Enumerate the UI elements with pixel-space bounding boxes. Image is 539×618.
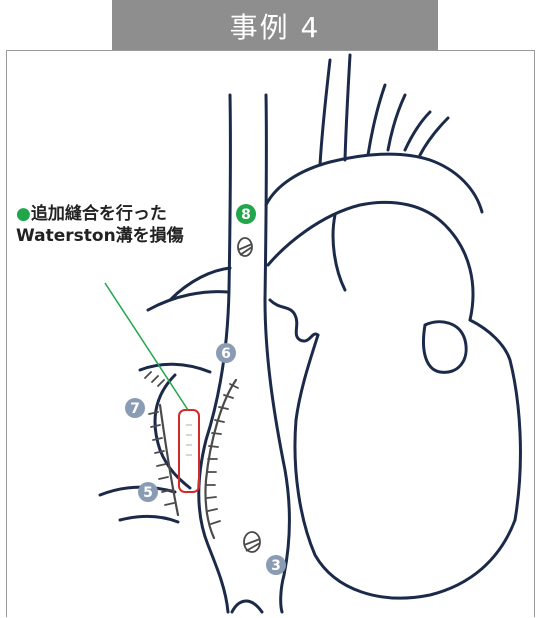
marker-5: 5	[138, 482, 158, 502]
suture-line-5	[160, 405, 178, 515]
brachiocephalic-inner	[345, 55, 350, 160]
pulmonary-trunk-edge	[333, 215, 345, 290]
marker-7: 7	[125, 398, 145, 418]
brachiocephalic-artery	[320, 60, 330, 165]
pulmonary-vein-lower-2	[120, 516, 178, 522]
left-atrial-appendage	[423, 322, 466, 373]
svg-text:8: 8	[241, 207, 251, 223]
svg-text:7: 7	[130, 401, 140, 417]
pulmonary-vein-upper	[148, 292, 228, 310]
inner-stitches	[186, 425, 192, 455]
svg-text:5: 5	[143, 485, 153, 501]
svc-right-wall	[265, 95, 289, 612]
left-ventricle-border	[470, 320, 520, 520]
annotation-pointer	[105, 283, 188, 410]
left-carotid	[368, 85, 385, 155]
marker-8: 8	[236, 204, 256, 224]
marker-6: 6	[216, 343, 236, 363]
heart-outline	[100, 55, 520, 612]
suture-knots	[238, 238, 260, 552]
left-subclavian-inner	[420, 118, 448, 155]
svg-text:6: 6	[221, 346, 231, 362]
ascending-aorta-inner	[268, 202, 473, 320]
marker-3: 3	[266, 555, 286, 575]
ivc-connection	[232, 601, 262, 612]
pulmonary-vein-mid	[140, 364, 210, 372]
svg-text:3: 3	[271, 558, 281, 574]
heart-lower-border	[295, 335, 515, 598]
left-atrium-wall	[155, 375, 190, 488]
left-carotid-inner	[388, 95, 405, 150]
pulmonary-vein-upper-2	[170, 268, 230, 300]
right-atrial-appendage	[270, 300, 318, 341]
